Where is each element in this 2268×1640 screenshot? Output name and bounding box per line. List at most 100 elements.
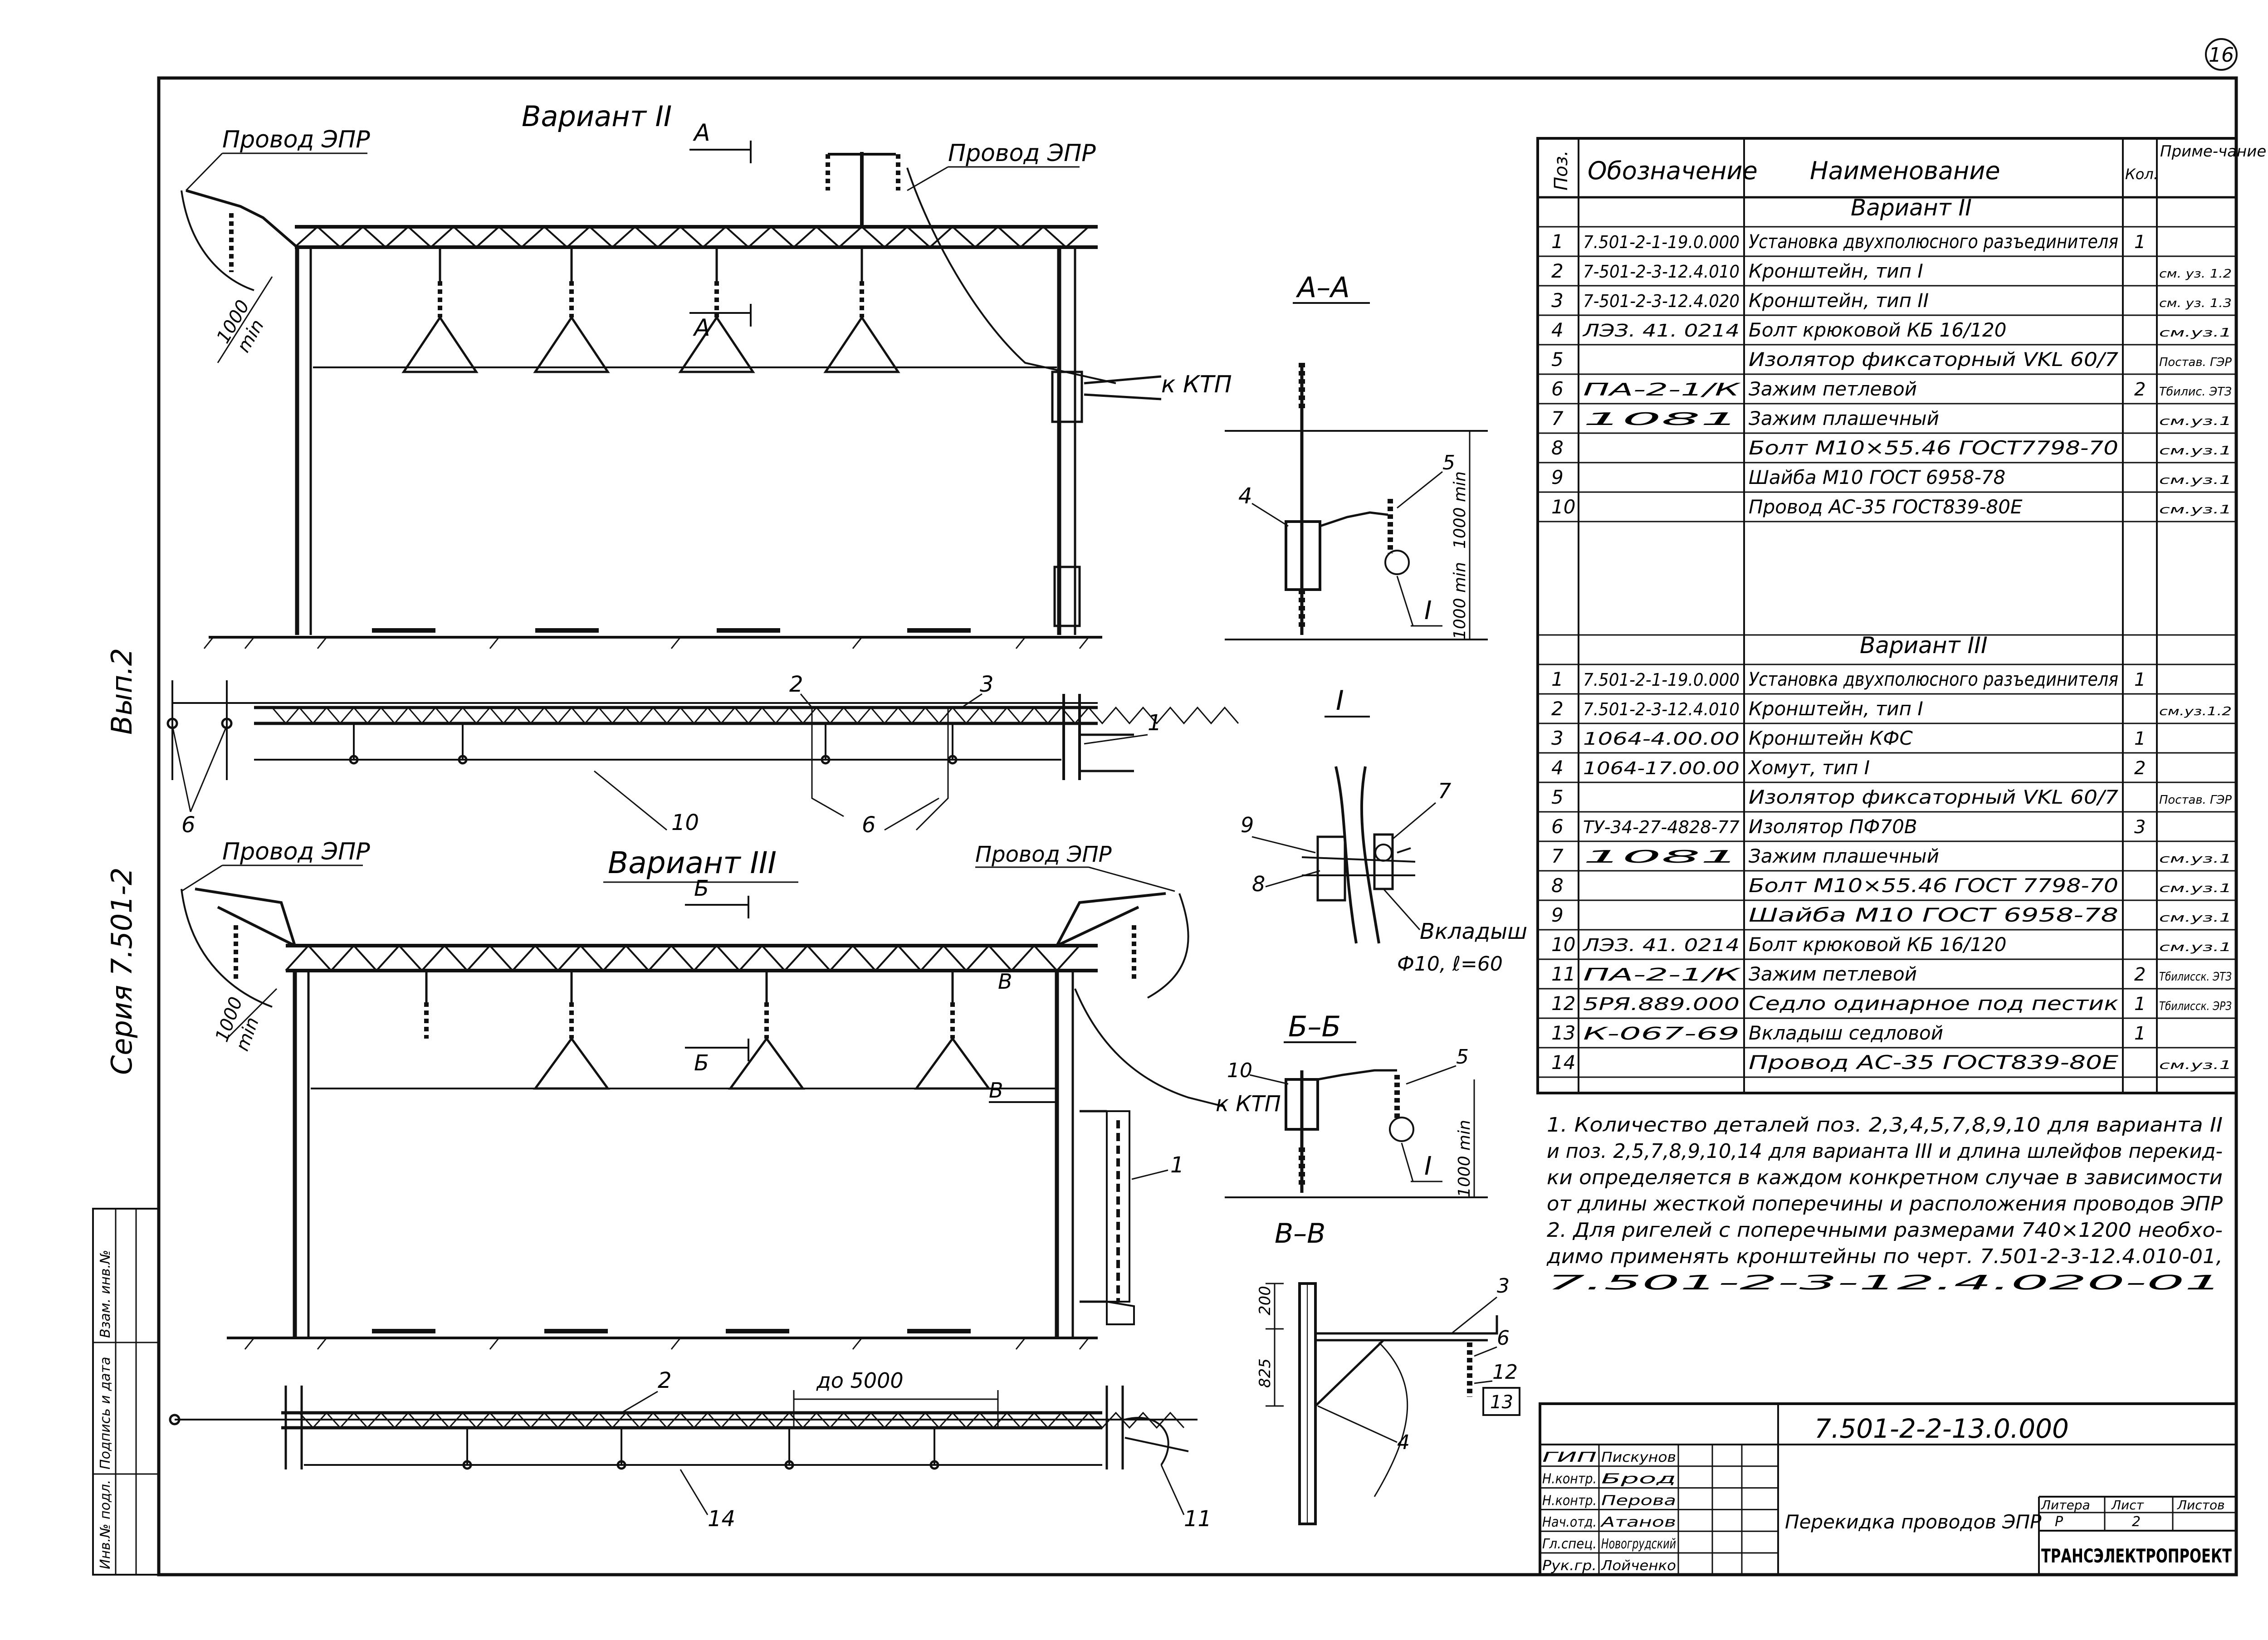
detail-1-callout-9: 9 [1241,813,1254,837]
staff-role: Гл.спец. [1542,1536,1597,1552]
section-bb-callout-10: 10 [1227,1059,1252,1082]
spec-cell-name: Хомут, тип I [1748,757,1870,779]
note-line: ки определяется в каждом конкретном случ… [1547,1166,2223,1189]
spec-cell-pos: 8 [1551,437,1564,459]
title-block-org: ТРАНСЭЛЕКТРОПРОЕКТ [2041,1545,2232,1567]
variant3-cut-v-bottom: В [989,1078,1003,1103]
section-aa-callout-4: 4 [1238,483,1252,509]
spec-cell-code: 1064-4.00.00 [1583,729,1740,749]
staff-name: Брод [1601,1471,1676,1487]
section-bb-title: Б–Б [1288,1010,1341,1043]
variant3-cut-b-top: Б [694,876,709,901]
spec-cell-code: 1064-17.00.00 [1583,758,1740,778]
section-vv [1266,1282,1498,1525]
spec-cell-name: Болт крюковой КБ 16/120 [1749,319,2006,341]
spec-cell-qty: 1 [2134,669,2146,690]
variant3-cut-b-bottom: Б [694,1050,709,1076]
spec-cell-note: см.уз.1 [2159,444,2232,458]
spec-cell-code: К-067-69 [1583,1024,1740,1044]
variant2-cut-a-bottom: А [693,314,710,342]
spec-cell-code: ЛЭЗ. 41. 0214 [1582,321,1740,341]
variant2-leader-3: 3 [980,672,994,697]
note-line: димо применять кронштейны по черт. 7.501… [1546,1245,2223,1268]
title-block-litera: Р [2055,1514,2063,1530]
detail-1-callout-7: 7 [1438,779,1451,803]
detail-1-insert: Вкладыш [1420,919,1527,944]
staff-name: Перова [1601,1493,1676,1508]
detail-1-callout-8: 8 [1252,872,1265,896]
spec-cell-name: Седло одинарное под пестик [1749,992,2119,1015]
notes: 1. Количество деталей поз. 2,3,4,5,7,8,9… [1546,1113,2223,1294]
note-line: 7.501-2-3-12.4.020-01 [1547,1271,2223,1294]
note-line: и поз. 2,5,7,8,9,10,14 для варианта III … [1547,1140,2223,1163]
section-aa-dim-1: 1000 min [1451,471,1469,549]
spec-cell-pos: 13 [1551,1022,1575,1044]
spec-cell-note: см. уз. 1.3 [2159,297,2232,310]
spec-cell-code: 7.501-2-3-12.4.010 [1583,699,1740,719]
spec-cell-pos: 2 [1551,260,1564,282]
section-bb-dim: 1000 min [1455,1120,1474,1197]
spec-variant2-title: Вариант II [1851,195,1972,221]
spec-cell-pos: 12 [1551,992,1575,1015]
spec-cell-name: Зажим плашечный [1749,845,1939,867]
spec-cell-pos: 7 [1551,407,1564,430]
spec-cell-pos: 9 [1551,466,1564,488]
sheet-number: 16 [2209,44,2234,67]
variant3-ground-hatch [244,1337,1090,1350]
spec-cell-qty: 1 [2134,728,2146,749]
note-line: 1. Количество деталей поз. 2,3,4,5,7,8,9… [1547,1113,2223,1137]
spec-cell-name: Болт М10×55.46 ГОСТ7798-70 [1749,437,2118,459]
spec-cell-qty: 2 [2134,964,2146,985]
note-line: 2. Для ригелей с поперечными размерами 7… [1547,1219,2223,1242]
section-vv-box-13 [1482,1387,1520,1416]
spec-cell-code: 1081 [1583,409,1740,429]
spec-cell-name: Установка двухполюсного разъединителя [1749,668,2118,690]
sheet-number-circle [2205,38,2238,71]
variant2-wire-left: Провод ЭПР [222,126,370,153]
section-aa [1225,363,1488,640]
title-block-code: 7.501-2-2-13.0.000 [1814,1413,2069,1444]
spec-cell-code: 7.501-2-1-19.0.000 [1583,232,1740,252]
variant2-title: Вариант II [522,100,672,133]
section-vv-callout-13: 13 [1490,1392,1513,1413]
staff-role: Н.контр. [1542,1471,1597,1487]
spec-cell-name: Провод АС-35 ГОСТ839-80Е [1749,496,2023,518]
spec-cell-code: 7-501-2-3-12.4.010 [1583,262,1740,282]
spec-cell-note: см.уз.1 [2159,882,2232,895]
spec-cell-qty: 3 [2134,817,2146,838]
variant3-to-ktp: к КТП [1216,1091,1281,1117]
spec-cell-note: Постав. ГЭР [2159,356,2232,369]
spec-cell-pos: 3 [1551,727,1564,749]
variant2-leader-2: 2 [789,672,803,697]
side-stamp-sign: Подпись и дата [98,1357,113,1470]
variant2-plan [166,680,1239,831]
section-vv-callout-12: 12 [1492,1361,1518,1384]
spec-cell-note: см.уз.1.2 [2159,705,2232,718]
side-series: Серия 7.501-2 [105,868,138,1075]
spec-cell-pos: 6 [1551,378,1564,400]
variant3-span: до 5000 [816,1368,904,1393]
spec-cell-pos: 5 [1551,786,1564,808]
spec-cell-code: ЛЭЗ. 41. 0214 [1582,935,1740,955]
spec-cell-note: см.уз.1 [2159,415,2232,428]
spec-cell-name: Вкладыш седловой [1749,1022,1943,1044]
variant2-leader-6a: 6 [862,812,876,838]
spec-cell-qty: 1 [2134,1023,2146,1044]
variant3-leader-1: 1 [1170,1152,1184,1178]
spec-cell-name: Болт М10×55.46 ГОСТ 7798-70 [1749,874,2118,897]
variant2-elevation [181,152,1162,639]
spec-cell-name: Установка двухполюсного разъединителя [1749,230,2118,253]
spec-cell-name: Зажим петлевой [1749,378,1917,400]
spec-cell-name: Шайба М10 ГОСТ 6958-78 [1749,466,2005,488]
spec-cell-pos: 7 [1551,845,1564,867]
spec-cell-pos: 4 [1551,757,1564,779]
spec-cell-name: Кронштейн КФС [1749,727,1913,749]
spec-cell-note: Тбилисск. ЭРЗ [2159,1000,2232,1013]
spec-cell-name: Болт крюковой КБ 16/120 [1749,933,2006,956]
spec-cell-name: Шайба М10 ГОСТ 6958-78 [1749,904,2118,926]
spec-cell-pos: 4 [1551,319,1564,341]
spec-header-qty: Кол. [2125,166,2158,183]
variant2-cut-a-top: А [693,119,710,146]
